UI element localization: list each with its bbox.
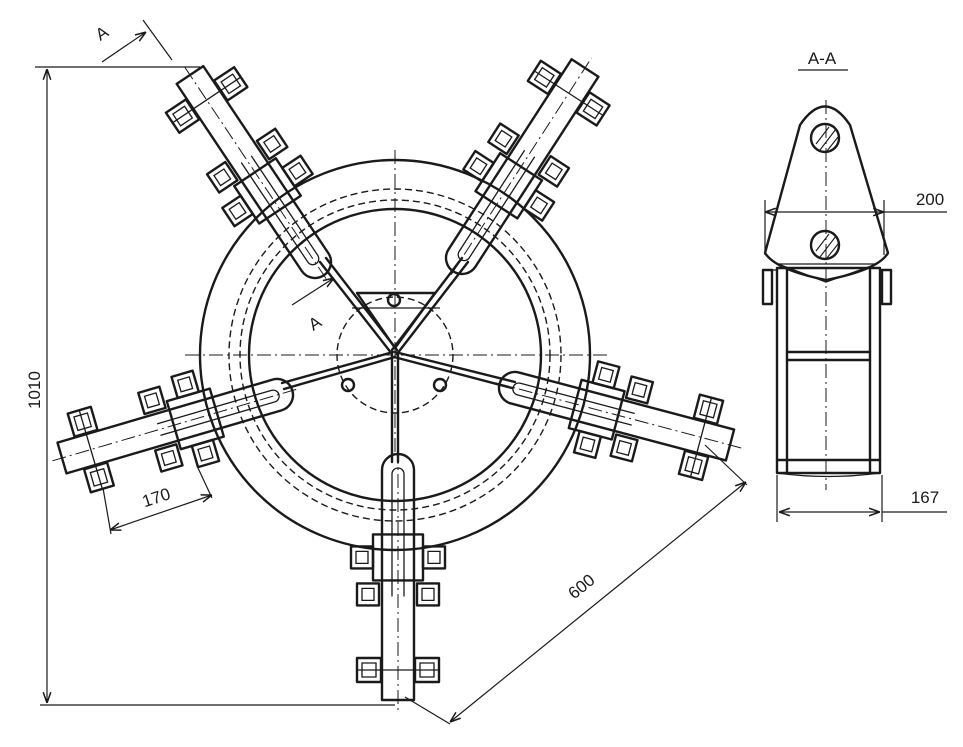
arm-bottom [349, 450, 447, 712]
section-mark-lower: A [305, 312, 325, 334]
section-mark-top: A [92, 22, 112, 44]
hub-bolt-right [432, 377, 448, 393]
cable-upper-left [318, 256, 399, 356]
anchor-arms [50, 57, 742, 712]
dimension-170: 170 [102, 467, 212, 535]
lug-pin-bottom [809, 229, 841, 261]
cable-bottom [390, 353, 400, 464]
cable-left [280, 350, 397, 391]
clamp-body [761, 266, 893, 478]
cable-upper-right [390, 256, 470, 356]
hub-bolt-top [386, 292, 402, 308]
hub-bolt-left [340, 377, 356, 393]
arm-upper-left [164, 64, 333, 280]
arm-bar [380, 452, 416, 702]
arm-bar [444, 58, 600, 276]
dim-1010-label: 1010 [25, 371, 44, 409]
dim-167-label: 167 [911, 488, 939, 507]
arm-bar [175, 64, 333, 280]
ring-assembly [185, 150, 610, 552]
arm-bar [497, 370, 736, 462]
cable-right [392, 350, 517, 390]
dimension-167: 167 [776, 475, 947, 522]
section-view: A-A 200 [761, 49, 947, 522]
dim-170-label: 170 [140, 484, 173, 511]
arm-upper-right [444, 57, 611, 276]
dim-200-label: 200 [916, 190, 944, 209]
section-title: A-A [808, 49, 837, 68]
arm-right [495, 360, 742, 482]
dimension-1010: 1010 [25, 66, 395, 706]
arm-left [50, 369, 297, 494]
hub-plate [340, 291, 448, 393]
dim-600-label: 600 [565, 570, 599, 603]
dimension-200: 200 [764, 190, 947, 255]
arm-bar [56, 377, 295, 475]
lug-pin-top [809, 122, 841, 154]
